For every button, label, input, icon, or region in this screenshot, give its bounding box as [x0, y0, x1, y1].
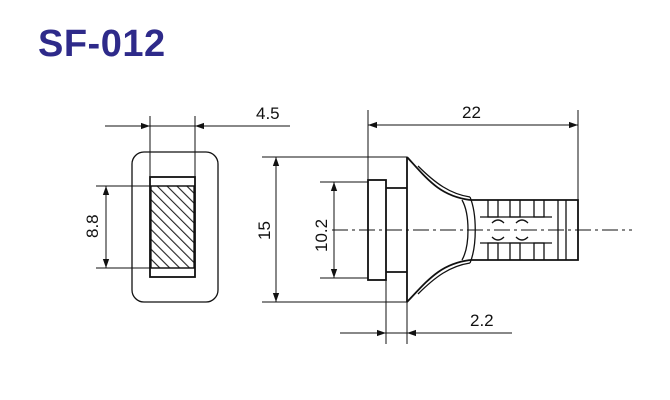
plug-outline: [131, 151, 219, 303]
pin-hatched: [150, 185, 195, 269]
dim-left-height: 8.8: [83, 214, 102, 238]
pin-slot: [149, 176, 196, 278]
neck-bottom: [406, 259, 471, 303]
dim-inner-height: 10.2: [312, 219, 331, 252]
front-view: 4.5 8.8: [83, 104, 290, 303]
dim-outer-height: 15: [255, 221, 274, 240]
page-title: SF-012: [38, 23, 166, 65]
flange-plate: [367, 179, 387, 281]
dim-total-length: 22: [462, 103, 481, 122]
neck-top: [406, 156, 471, 201]
dim-left-width: 4.5: [256, 104, 280, 123]
strain-relief: [470, 199, 579, 261]
side-view: 22 15 10.2 2.2: [255, 103, 632, 344]
dim-flange-thickness: 2.2: [470, 311, 494, 330]
